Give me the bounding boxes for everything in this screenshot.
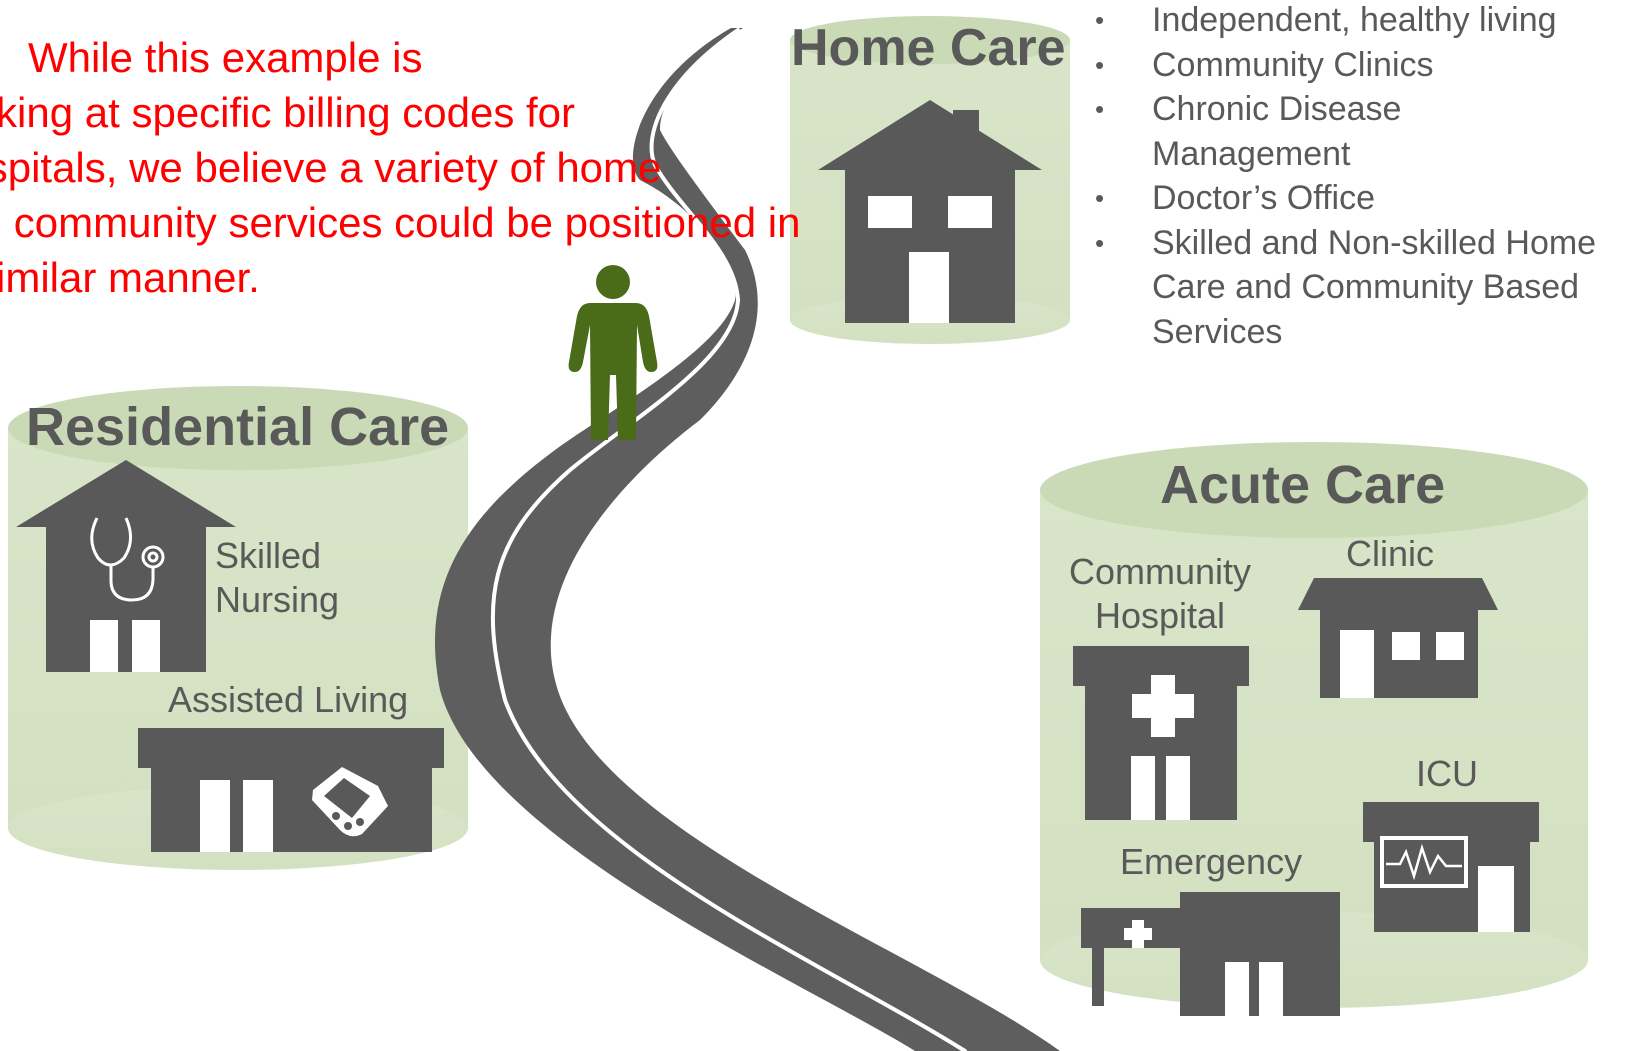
assisted-living-building-icon: [138, 728, 444, 852]
home-care-bullet-list: Independent, healthy living Community Cl…: [1088, 0, 1652, 354]
acute-care-title: Acute Care: [1160, 455, 1446, 515]
list-item: Skilled and Non-skilled Home Care and Co…: [1088, 221, 1652, 355]
heartbeat-monitor-icon: [1386, 843, 1462, 881]
icu-label: ICU: [1416, 753, 1478, 794]
residential-care-title: Residential Care: [26, 397, 450, 457]
skilled-nursing-label: Skilled Nursing: [215, 535, 340, 620]
emergency-label: Emergency: [1120, 841, 1303, 882]
list-item: Independent, healthy living: [1088, 0, 1652, 43]
medical-cross-icon: [1151, 675, 1175, 737]
note-line: While this example is: [28, 34, 423, 81]
note-line: hospitals, we believe a variety of home: [0, 144, 662, 191]
handshake-icon: [312, 767, 388, 837]
stethoscope-icon: [90, 517, 165, 602]
community-hospital-label: Community Hospital: [1068, 551, 1252, 636]
list-item: Doctor’s Office: [1088, 176, 1652, 221]
clinic-label: Clinic: [1346, 533, 1435, 574]
clinic-building-icon: [1298, 578, 1498, 698]
note-line: and community services could be position…: [0, 199, 801, 246]
explanatory-note: While this example is looking at specifi…: [0, 30, 801, 305]
assisted-living-label: Assisted Living: [168, 679, 409, 720]
icu-building-icon: [1363, 802, 1539, 932]
home-care-title: Home Care: [791, 19, 1066, 77]
road-icon: [434, 28, 1060, 1051]
house-icon: [818, 100, 1042, 323]
list-item: Community Clinics: [1088, 43, 1652, 88]
list-item: Chronic Disease Management: [1088, 87, 1472, 176]
note-line: a similar manner.: [0, 254, 260, 301]
skilled-nursing-building-icon: [16, 460, 236, 672]
note-line: looking at specific billing codes for: [0, 89, 576, 136]
emergency-building-icon: [1081, 892, 1340, 1016]
person-icon: [568, 265, 658, 440]
